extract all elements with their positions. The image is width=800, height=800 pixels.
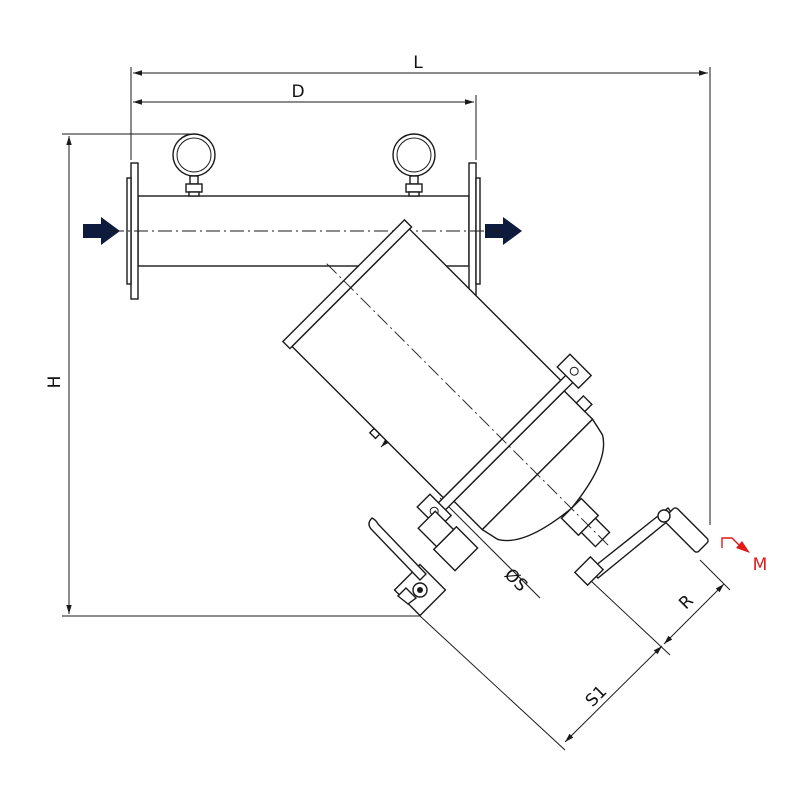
inlet-pressure-gauge-icon xyxy=(172,133,216,197)
handwheel-crank xyxy=(573,507,709,587)
drain-ball-valve xyxy=(368,510,479,617)
dim-label-L: L xyxy=(413,53,423,73)
filter-body xyxy=(281,218,611,548)
outlet-flow-arrow-icon xyxy=(485,217,522,245)
dim-label-H: H xyxy=(45,376,65,389)
dim-label-R: R xyxy=(675,591,698,614)
inlet-flow-arrow-icon xyxy=(83,217,120,245)
dim-label-S1: S1 xyxy=(582,682,611,711)
dim-label-D: D xyxy=(291,82,304,102)
rotation-moment-icon xyxy=(721,537,750,553)
outlet-pressure-gauge-icon xyxy=(392,133,436,197)
dim-label-M: M xyxy=(753,555,768,575)
dim-label-S: ØS xyxy=(500,565,531,596)
